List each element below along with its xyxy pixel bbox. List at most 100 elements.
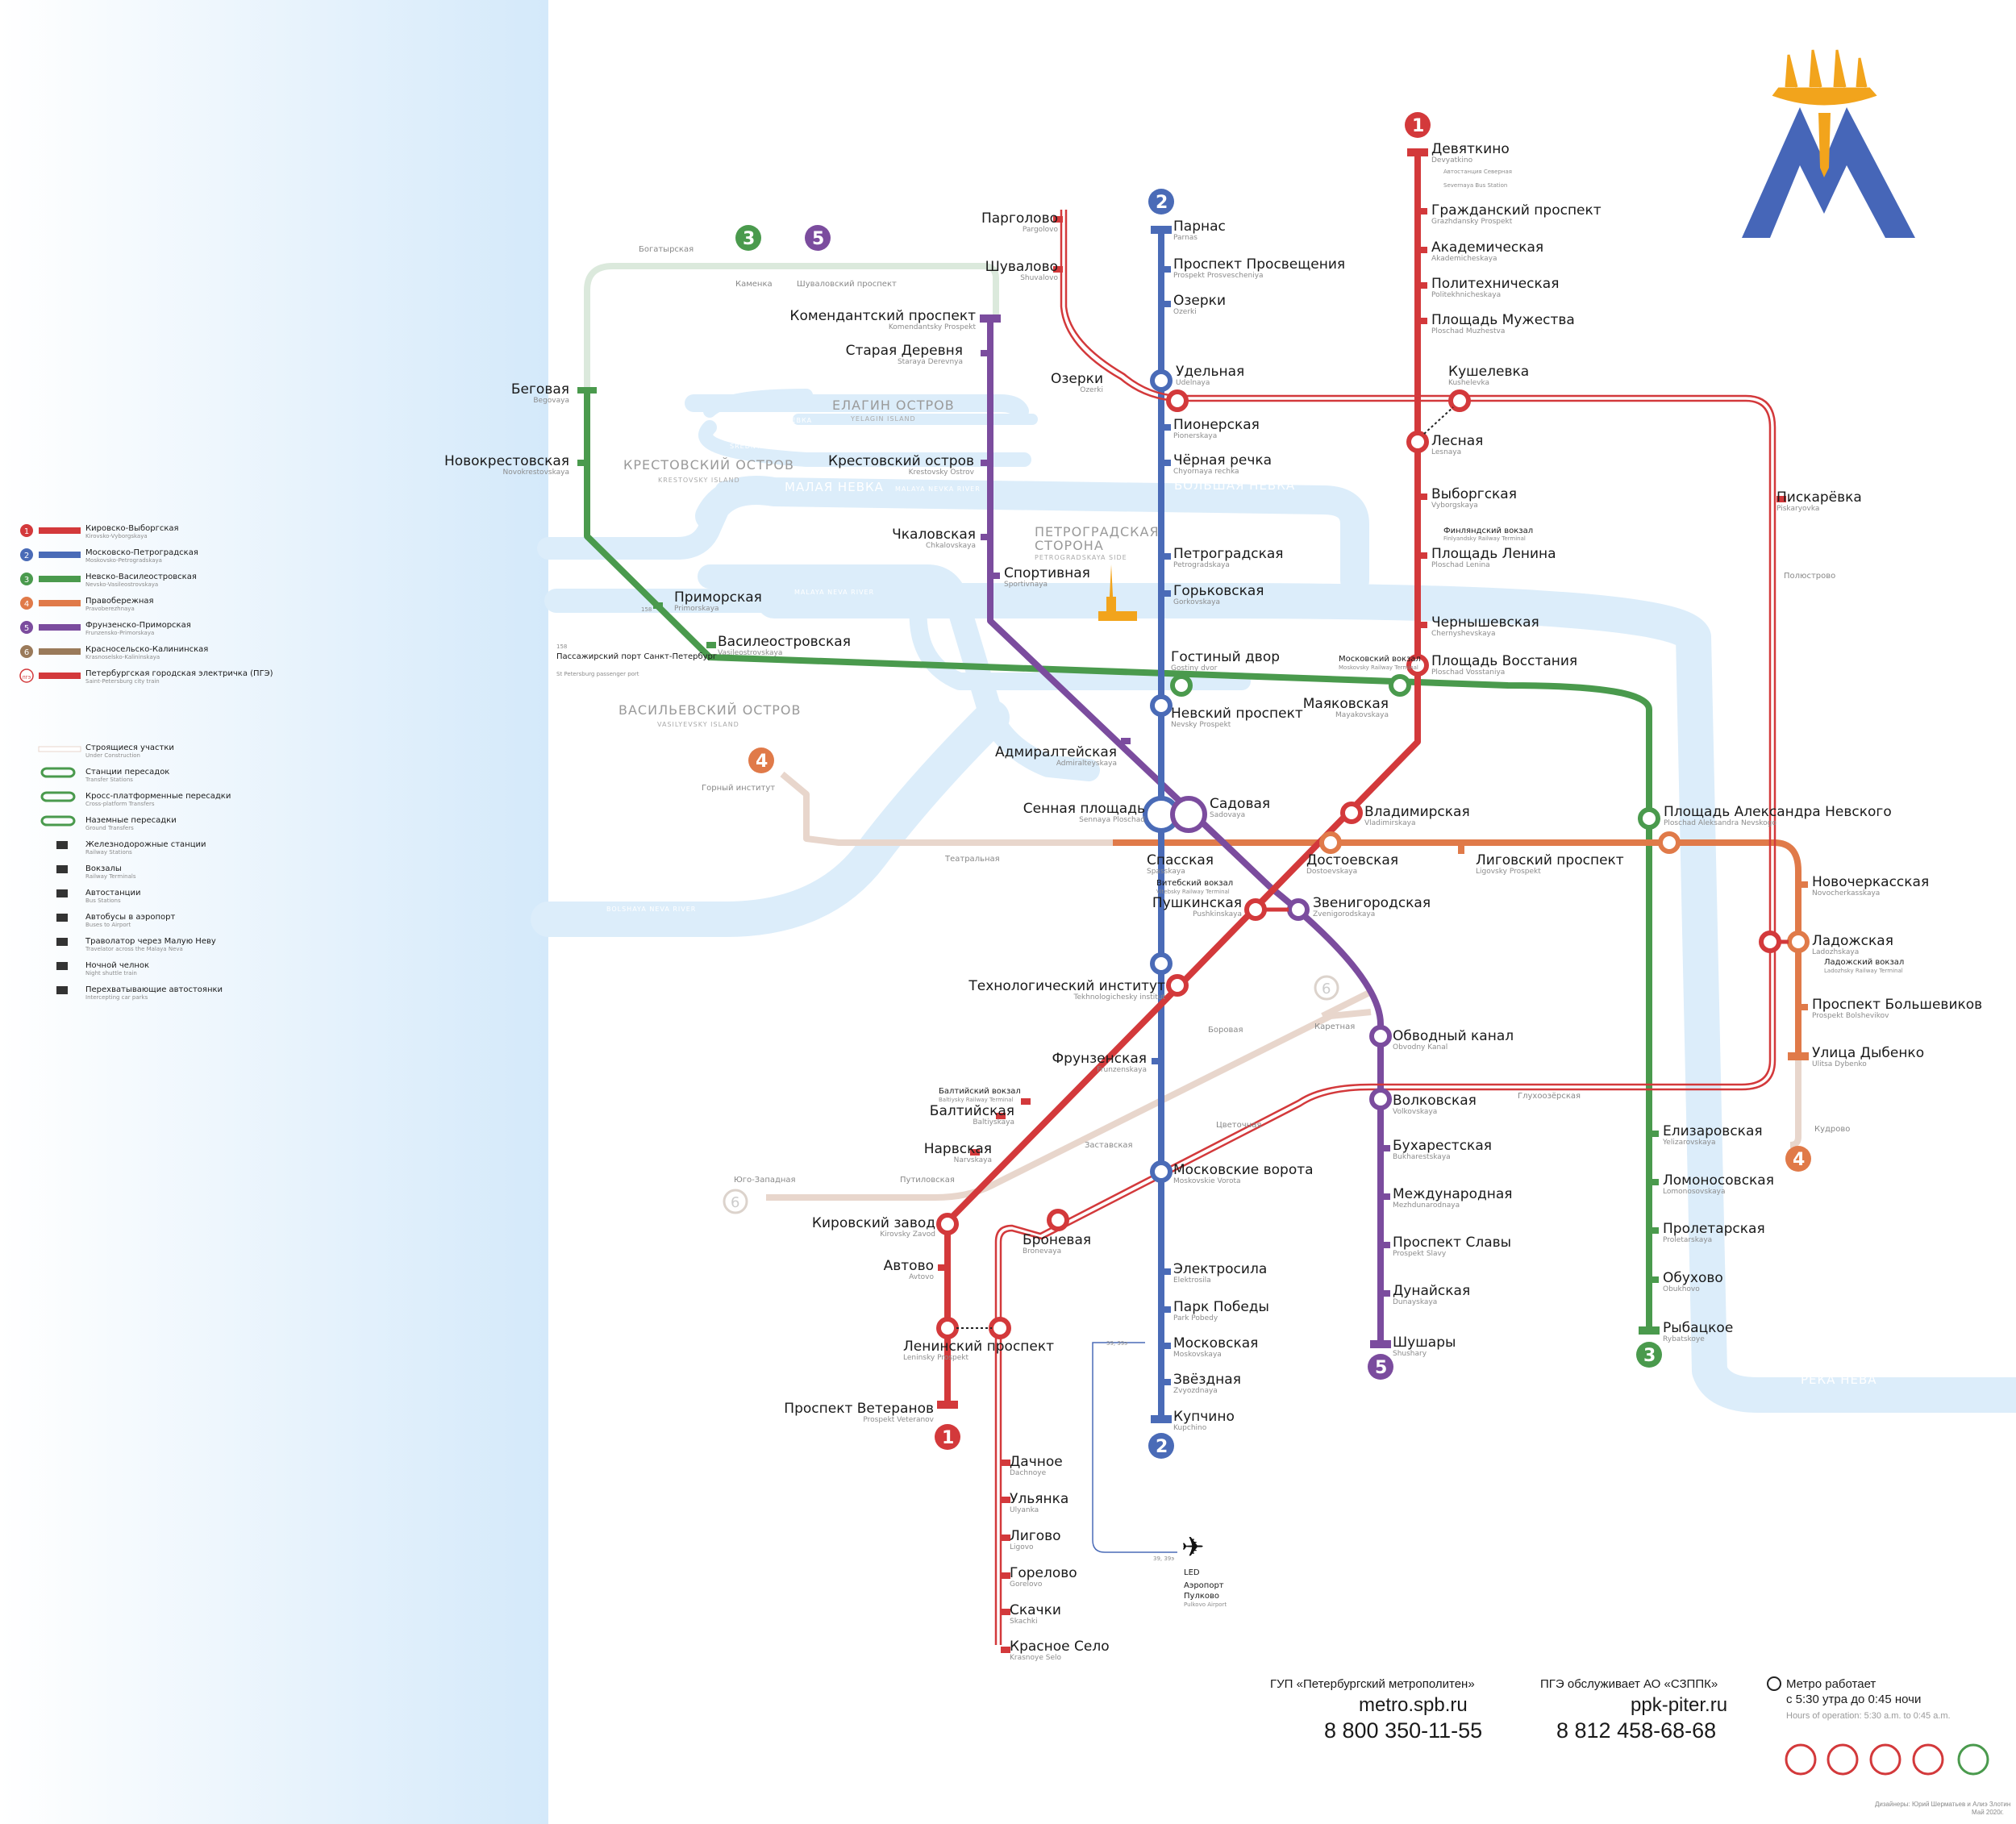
station-marker-ozerki-pge[interactable] <box>1166 389 1189 412</box>
station-marker-volkovskaya[interactable] <box>1369 1088 1392 1110</box>
station-marker-kushelevka[interactable] <box>1448 389 1471 412</box>
station-marker-pushkinskaya[interactable] <box>1244 898 1267 921</box>
station-marker-bronevaya[interactable] <box>1047 1209 1069 1231</box>
station-marker-vladimirskaya[interactable] <box>1340 802 1363 824</box>
station-marker-zvenigorodskaya[interactable] <box>1287 898 1310 921</box>
station-marker-tekhinst-2[interactable] <box>1150 952 1173 975</box>
station-marker-leninpr-pge[interactable] <box>989 1317 1011 1339</box>
station-marker-sadovaya[interactable] <box>1170 796 1207 833</box>
station-marker-kirovzavod[interactable] <box>936 1213 959 1235</box>
station-marker-obvodny[interactable] <box>1369 1025 1392 1047</box>
station-marker-vosstaniya[interactable] <box>1406 654 1429 677</box>
station-marker-nevsky[interactable] <box>1150 694 1173 717</box>
station-marker-udelnaya[interactable] <box>1150 369 1173 392</box>
station-marker-ladozh-pge[interactable] <box>1759 931 1781 953</box>
station-marker-ladozh[interactable] <box>1787 931 1810 953</box>
station-marker-tekhinst-1[interactable] <box>1166 974 1189 997</box>
station-marker-leninpr[interactable] <box>936 1317 959 1339</box>
station-marker-nevskogo-4[interactable] <box>1658 831 1681 854</box>
station-marker-mosvorota[interactable] <box>1150 1160 1173 1183</box>
station-marker-lesnaya[interactable] <box>1406 431 1429 453</box>
station-marker-mayakovskaya[interactable] <box>1389 674 1411 697</box>
station-marker-dostoevskaya[interactable] <box>1319 831 1342 854</box>
